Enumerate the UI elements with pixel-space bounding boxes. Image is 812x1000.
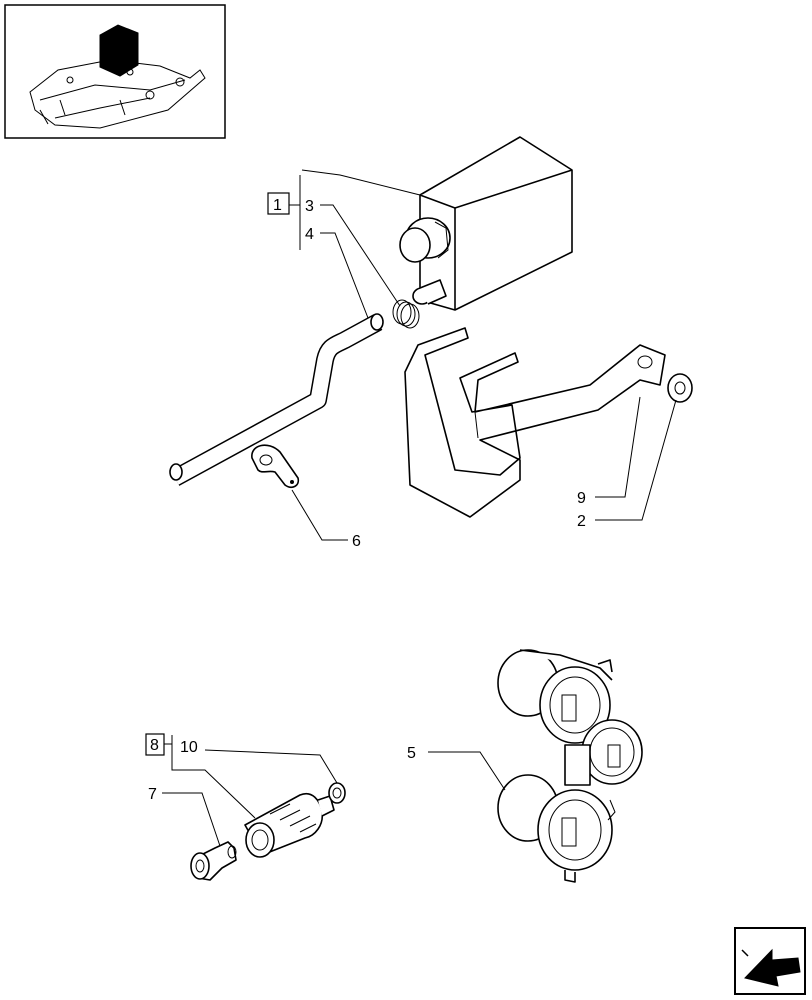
thumbnail-overview[interactable] [4, 4, 226, 139]
callout-6: 6 [352, 533, 361, 550]
coupler-body [244, 793, 335, 858]
coupler-assembly-5 [497, 649, 643, 883]
callout-box-8 [145, 733, 165, 756]
pipe-clip-6 [251, 444, 300, 488]
callout-5: 5 [407, 745, 416, 762]
callout-2: 2 [577, 513, 586, 530]
callout-7: 7 [148, 786, 157, 803]
callout-8: 8 [150, 737, 159, 754]
pipe-4 [169, 313, 384, 486]
adapter-7 [190, 841, 237, 881]
seal-ring-10 [328, 782, 346, 804]
leader-lines [162, 169, 677, 847]
callout-1: 1 [273, 197, 282, 214]
bracket-9 [404, 327, 666, 518]
spring-3 [392, 299, 420, 329]
callout-4: 4 [305, 226, 314, 243]
callout-3: 3 [305, 198, 314, 215]
callout-9: 9 [577, 490, 586, 507]
callout-box-1 [267, 192, 290, 215]
valve-block [399, 136, 573, 311]
thumbnail-housing-icon [29, 24, 206, 129]
washer-2 [667, 373, 693, 403]
next-page-arrow-icon[interactable] [734, 927, 806, 995]
callout-10: 10 [180, 739, 198, 756]
